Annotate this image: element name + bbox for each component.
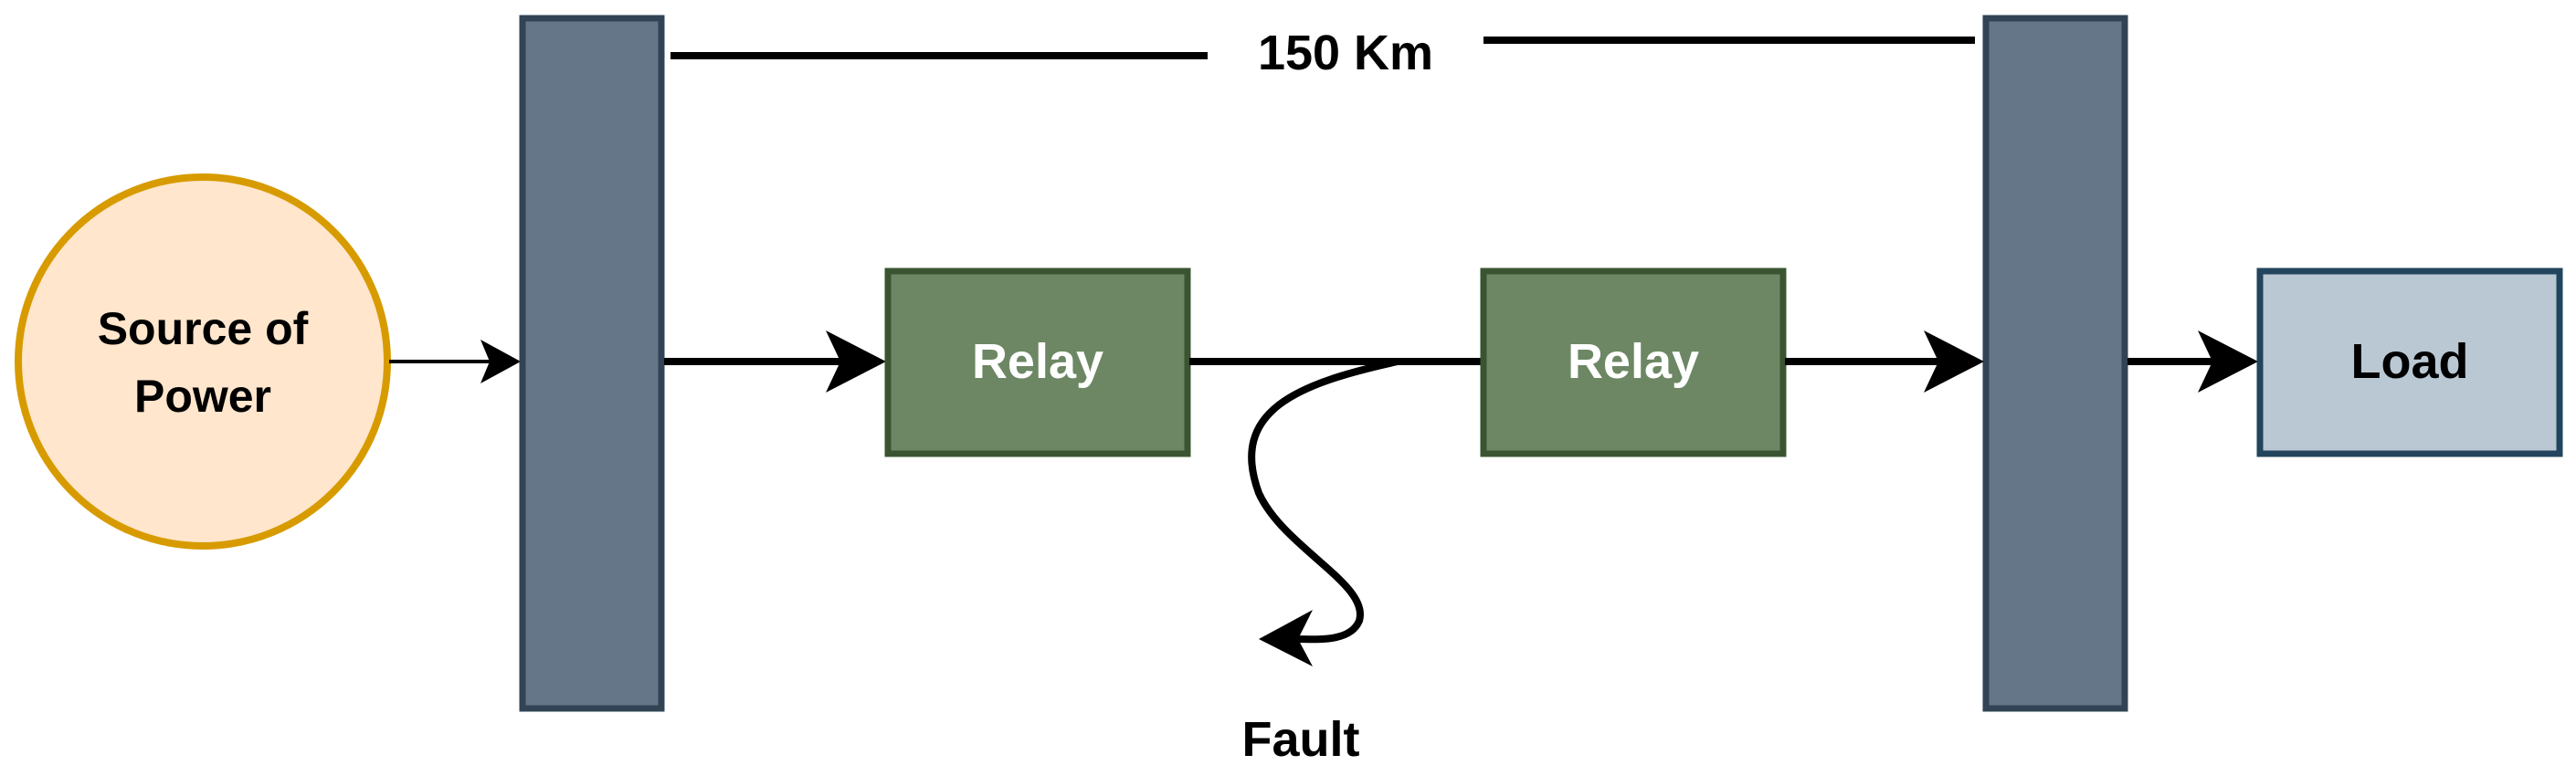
source-to-bus-connector	[389, 340, 521, 383]
fault-arrowhead	[1259, 610, 1313, 666]
bus-to-relay-connector	[664, 330, 886, 393]
distance-indicator: 150 Km	[670, 26, 1975, 80]
load[interactable]: Load	[2256, 267, 2563, 457]
bus-to-relay-arrowhead	[826, 330, 886, 393]
fault-indicator: Fault	[1242, 358, 1399, 767]
relay-left-label: Relay	[972, 334, 1103, 389]
right-bus-bar[interactable]	[1982, 15, 2128, 712]
relay-to-bus-arrowhead	[1924, 330, 1984, 393]
power-source-label-line1: Source of	[98, 303, 309, 354]
relay-left[interactable]: Relay	[884, 267, 1191, 457]
relay-right[interactable]: Relay	[1480, 267, 1787, 457]
bus-to-load-connector	[2127, 330, 2258, 393]
power-source[interactable]: Source of Power	[15, 173, 391, 550]
left-bus-bar[interactable]	[519, 15, 665, 712]
fault-curve	[1248, 358, 1399, 644]
bus-to-load-arrowhead	[2198, 330, 2258, 393]
distance-label: 150 Km	[1258, 26, 1433, 80]
fault-label: Fault	[1242, 712, 1360, 767]
load-label: Load	[2351, 334, 2469, 389]
load-box[interactable]	[2256, 267, 2563, 457]
power-source-circle[interactable]	[15, 173, 391, 550]
relay-to-bus-connector	[1785, 330, 1984, 393]
source-to-bus-arrowhead	[480, 340, 521, 383]
relay-right-box[interactable]	[1480, 267, 1787, 457]
relay-right-label: Relay	[1568, 334, 1699, 389]
relay-left-box[interactable]	[884, 267, 1191, 457]
power-source-label-line2: Power	[134, 371, 271, 422]
